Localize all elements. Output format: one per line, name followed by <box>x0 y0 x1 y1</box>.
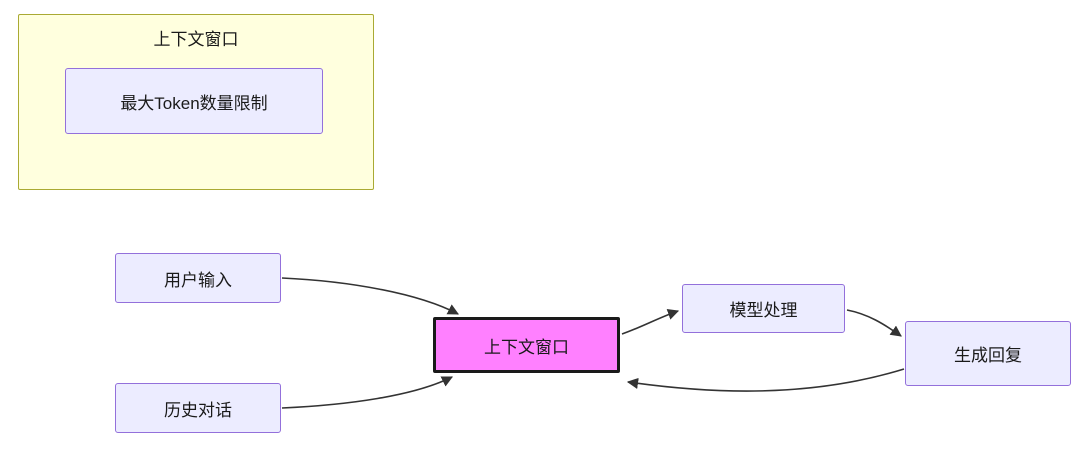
node-generate-reply-label: 生成回复 <box>954 346 1022 365</box>
node-max-token-limit-label: 最大Token数量限制 <box>120 93 268 113</box>
node-context-window-label: 上下文窗口 <box>484 337 569 357</box>
node-user-input-label: 用户输入 <box>164 270 232 290</box>
node-model-processing: 模型处理 <box>682 284 845 333</box>
node-max-token-limit: 最大Token数量限制 <box>65 68 323 134</box>
edge-model-to-reply <box>846 309 902 337</box>
node-generate-reply: 生成回复 <box>905 321 1071 386</box>
edge-reply-to-context <box>626 368 905 392</box>
node-history-dialog: 历史对话 <box>115 383 281 433</box>
edge-history-to-context <box>281 376 454 409</box>
edge-user-input-to-context <box>281 277 459 315</box>
node-model-processing-label: 模型处理 <box>729 301 798 320</box>
node-context-window: 上下文窗口 <box>433 317 620 373</box>
node-user-input: 用户输入 <box>115 253 281 303</box>
subgraph-title: 上下文窗口 <box>153 30 239 49</box>
edge-context-to-model <box>621 309 680 335</box>
node-history-dialog-label: 历史对话 <box>164 400 232 420</box>
